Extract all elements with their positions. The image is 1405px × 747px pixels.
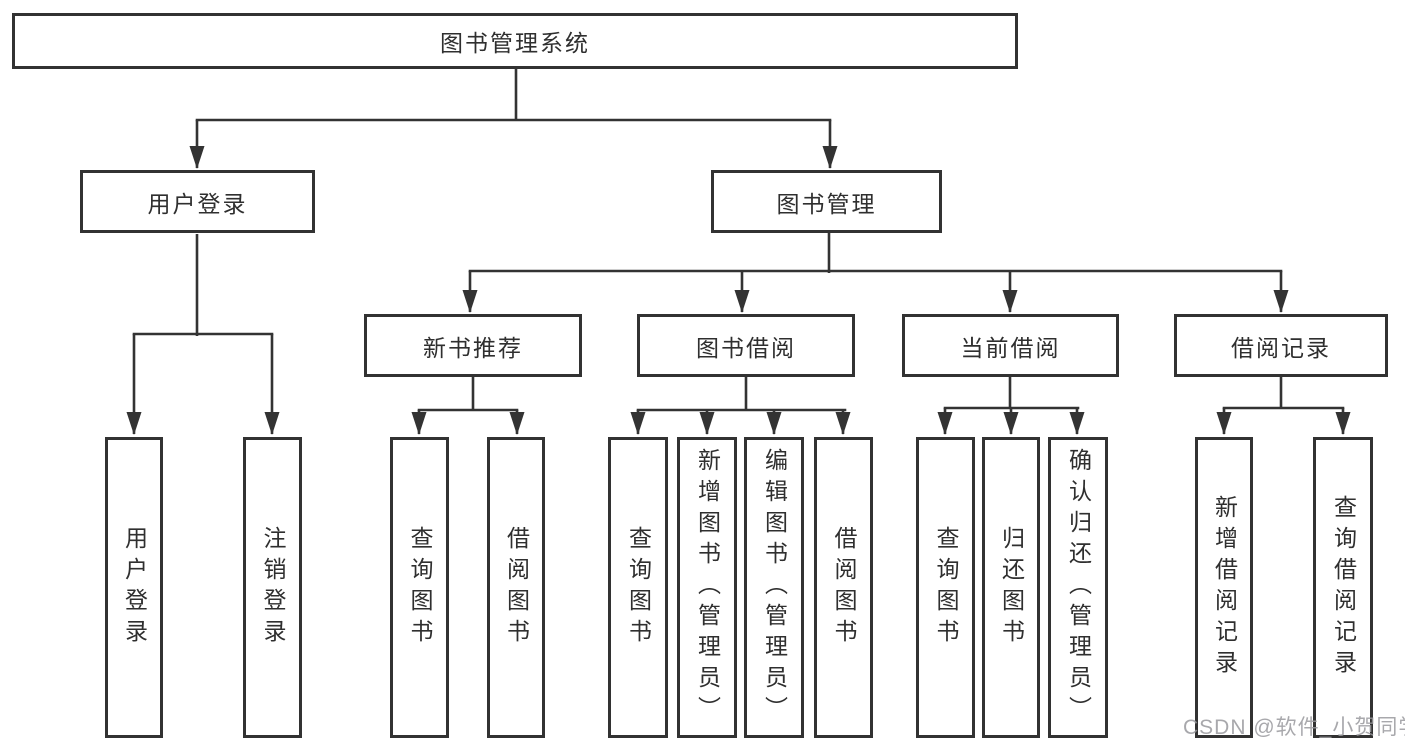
- leaf-query-borrow-record: 查询借阅记录: [1313, 437, 1373, 738]
- node-label: 编辑图书（管理员）: [761, 448, 788, 727]
- node-label: 图书管理系统: [440, 30, 590, 56]
- node-borrow-records: 借阅记录: [1174, 314, 1388, 377]
- node-label: 当前借阅: [960, 334, 1061, 361]
- node-book-management: 图书管理: [711, 170, 942, 233]
- node-label: 新增借阅记录: [1211, 494, 1238, 681]
- node-user-login: 用户登录: [80, 170, 315, 233]
- leaf-query-books-2: 查询图书: [608, 437, 668, 738]
- leaf-query-books-3: 查询图书: [916, 437, 975, 738]
- node-label: 用户登录: [121, 525, 148, 650]
- arrow-lines: [126, 120, 1351, 435]
- leaf-borrow-books-2: 借阅图书: [814, 437, 873, 738]
- node-label: 查询图书: [407, 525, 433, 650]
- csdn-watermark: CSDN @软件_小贺同学: [1183, 716, 1405, 739]
- node-label: 图书借阅: [696, 334, 796, 361]
- leaf-query-books-1: 查询图书: [390, 437, 449, 738]
- node-label: 新增图书（管理员）: [694, 448, 721, 727]
- leaf-add-borrow-record: 新增借阅记录: [1195, 437, 1253, 738]
- node-label: 借阅图书: [831, 525, 857, 650]
- leaf-logout: 注销登录: [243, 437, 302, 738]
- node-label: 归还图书: [998, 525, 1025, 650]
- node-root-library-system: 图书管理系统: [12, 13, 1018, 69]
- leaf-edit-books-admin: 编辑图书（管理员）: [744, 437, 804, 738]
- node-label: 借阅图书: [503, 525, 530, 650]
- leaf-return-books: 归还图书: [982, 437, 1040, 738]
- node-label: 新书推荐: [423, 334, 523, 361]
- node-label: 图书管理: [776, 190, 877, 217]
- node-label: 注销登录: [260, 525, 286, 650]
- node-label: 查询图书: [933, 525, 959, 650]
- leaf-add-books-admin: 新增图书（管理员）: [677, 437, 737, 738]
- node-label: 查询借阅记录: [1330, 494, 1357, 681]
- node-new-book-recommend: 新书推荐: [364, 314, 582, 377]
- node-label: 借阅记录: [1231, 334, 1331, 361]
- leaf-user-login: 用户登录: [105, 437, 163, 738]
- node-label: 确认归还（管理员）: [1065, 448, 1092, 727]
- node-book-borrow: 图书借阅: [637, 314, 855, 377]
- node-label: 用户登录: [147, 190, 248, 217]
- node-label: 查询图书: [625, 525, 652, 650]
- node-current-borrow: 当前借阅: [902, 314, 1119, 377]
- leaf-confirm-return-admin: 确认归还（管理员）: [1048, 437, 1108, 738]
- leaf-borrow-books-1: 借阅图书: [487, 437, 545, 738]
